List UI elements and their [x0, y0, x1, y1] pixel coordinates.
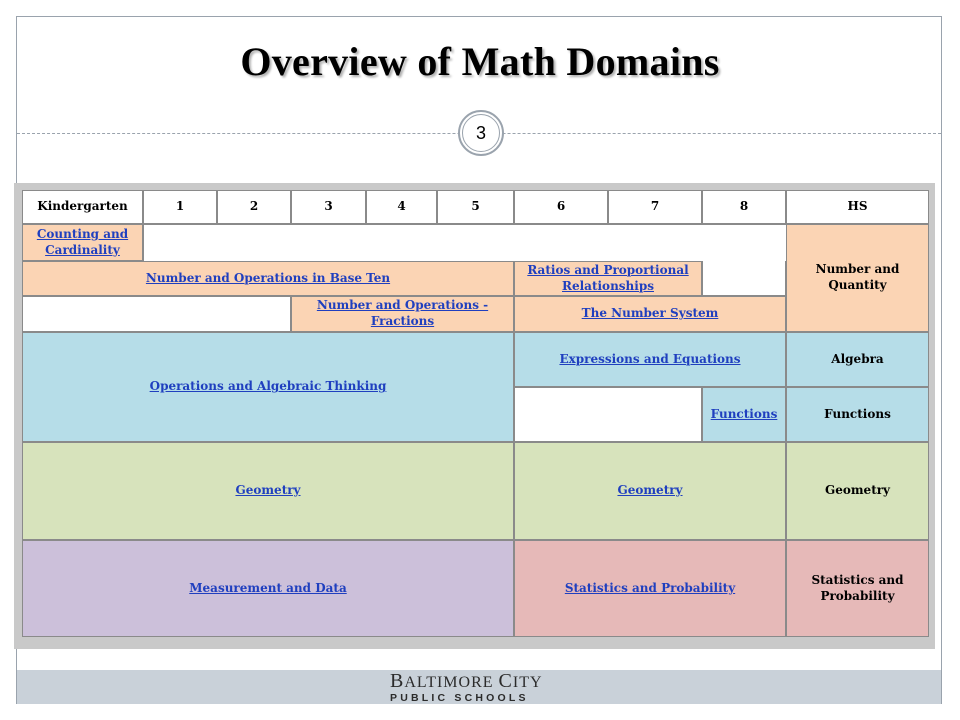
- link-nbt[interactable]: Number and Operations in Base Ten: [145, 270, 391, 285]
- cell-ratios[interactable]: Ratios and Proportional Relationships: [514, 261, 702, 296]
- cell-number-quantity: Number and Quantity: [786, 224, 929, 332]
- cell-functions-hs: Functions: [786, 387, 929, 442]
- cell-fractions[interactable]: Number and Operations - Fractions: [291, 296, 514, 332]
- logo-line-2: PUBLIC SCHOOLS: [390, 692, 529, 704]
- cell-number-system[interactable]: The Number System: [514, 296, 786, 332]
- link-number-system[interactable]: The Number System: [581, 306, 719, 321]
- link-functions[interactable]: Functions: [710, 406, 778, 421]
- cell-geometry-68[interactable]: Geometry: [514, 442, 786, 540]
- logo-text: ALTIMORE: [404, 674, 499, 691]
- logo-cap: B: [390, 670, 405, 692]
- link-expressions-equations[interactable]: Expressions and Equations: [559, 351, 741, 366]
- link-geometry-68[interactable]: Geometry: [617, 483, 683, 498]
- footer-bar: [17, 670, 941, 704]
- slide-number-badge: 3: [458, 110, 504, 156]
- empty-cell: [702, 261, 786, 296]
- cell-geometry-k5[interactable]: Geometry: [22, 442, 514, 540]
- cell-measurement-data[interactable]: Measurement and Data: [22, 540, 514, 637]
- empty-cell: [514, 387, 702, 442]
- header-grade-4: 4: [366, 190, 437, 224]
- cell-functions[interactable]: Functions: [702, 387, 786, 442]
- link-geometry-k5[interactable]: Geometry: [235, 483, 301, 498]
- slide-title: Overview of Math Domains: [240, 39, 720, 84]
- header-grade-5: 5: [437, 190, 514, 224]
- header-grade-2: 2: [217, 190, 291, 224]
- district-logo: BALTIMORE CITY PUBLIC SCHOOLS: [390, 668, 570, 704]
- cell-geometry-hs: Geometry: [786, 442, 929, 540]
- header-hs: HS: [786, 190, 929, 224]
- header-grade-1: 1: [143, 190, 217, 224]
- link-operations-algebraic-thinking[interactable]: Operations and Algebraic Thinking: [149, 379, 387, 394]
- empty-cell: [22, 296, 291, 332]
- cell-nbt[interactable]: Number and Operations in Base Ten: [22, 261, 514, 296]
- link-ratios[interactable]: Ratios and Proportional Relationships: [527, 262, 689, 293]
- header-grade-8: 8: [702, 190, 786, 224]
- header-grade-7: 7: [608, 190, 702, 224]
- link-statistics-probability[interactable]: Statistics and Probability: [564, 580, 736, 595]
- cell-statistics-probability-hs: Statistics and Probability: [786, 540, 929, 637]
- header-grade-6: 6: [514, 190, 608, 224]
- link-counting-cardinality[interactable]: Counting and Cardinality: [36, 226, 129, 257]
- link-fractions[interactable]: Number and Operations - Fractions: [316, 298, 489, 328]
- header-kindergarten: Kindergarten: [22, 190, 143, 224]
- cell-counting-cardinality[interactable]: Counting and Cardinality: [22, 224, 143, 261]
- logo-cap: C: [498, 670, 513, 692]
- link-measurement-data[interactable]: Measurement and Data: [189, 580, 347, 595]
- slide-number: 3: [462, 114, 500, 152]
- logo-text: ITY: [512, 674, 543, 691]
- cell-operations-algebraic-thinking[interactable]: Operations and Algebraic Thinking: [22, 332, 514, 442]
- cell-expressions-equations[interactable]: Expressions and Equations: [514, 332, 786, 387]
- cell-statistics-probability[interactable]: Statistics and Probability: [514, 540, 786, 637]
- logo-line-1: BALTIMORE CITY: [390, 670, 570, 693]
- cell-algebra: Algebra: [786, 332, 929, 387]
- empty-cell: [143, 224, 786, 261]
- header-grade-3: 3: [291, 190, 366, 224]
